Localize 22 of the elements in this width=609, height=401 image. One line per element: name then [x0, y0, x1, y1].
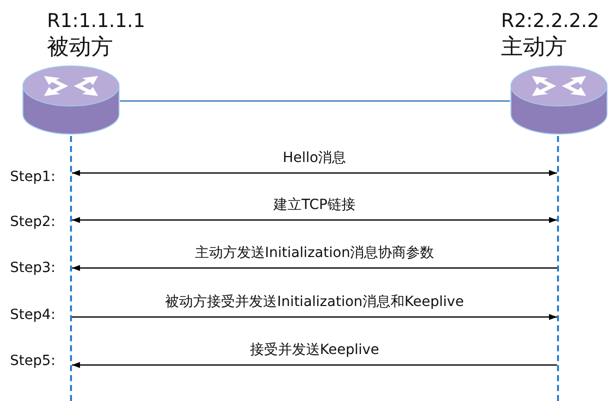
edge-label: 被动方接受并发送Initialization消息和Keeplive	[165, 294, 464, 311]
step-label: Step4:	[10, 307, 56, 324]
step-label: Step2:	[10, 214, 56, 231]
message-arrow	[72, 170, 557, 176]
message-arrow	[72, 217, 557, 223]
router-role: 被动方	[47, 35, 113, 61]
message-arrow	[72, 314, 557, 320]
router-address: R2:2.2.2.2	[501, 10, 600, 32]
message-arrow	[72, 362, 557, 368]
link-line	[120, 100, 510, 102]
step-label: Step1:	[10, 169, 56, 186]
message-arrow	[72, 265, 557, 271]
edge-label: 建立TCP链接	[274, 197, 356, 214]
edge-label: Hello消息	[282, 150, 346, 167]
step-label: Step5:	[10, 353, 56, 370]
router-address: R1:1.1.1.1	[47, 10, 146, 32]
lifeline	[557, 136, 559, 401]
edge-label: 主动方发送Initialization消息协商参数	[194, 245, 434, 262]
edge-label: 接受并发送Keeplive	[250, 342, 380, 359]
step-label: Step3:	[10, 260, 56, 277]
router-role: 主动方	[501, 35, 567, 61]
lifeline	[70, 136, 72, 401]
